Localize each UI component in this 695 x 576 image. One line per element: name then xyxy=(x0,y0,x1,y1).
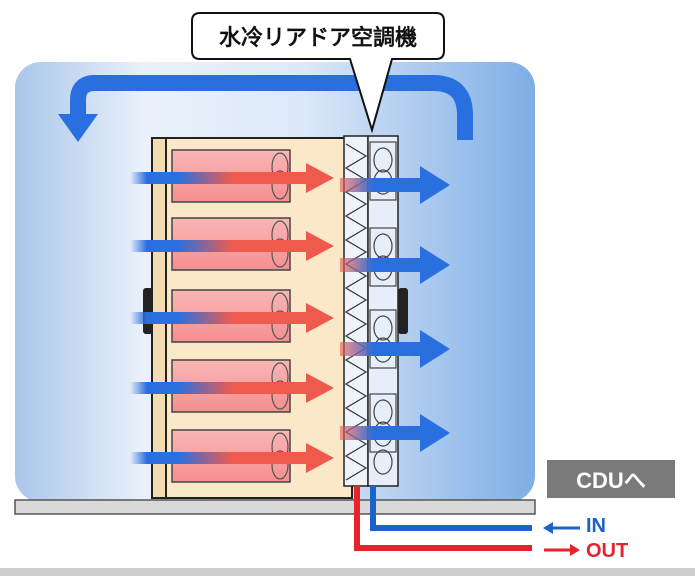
hot-airflow-arrow xyxy=(178,163,334,193)
cool-airflow-arrow xyxy=(340,246,450,284)
door-fan-icon xyxy=(373,315,393,341)
in-arrow-icon-head xyxy=(543,522,553,534)
server-fan-icon xyxy=(271,170,289,200)
hot-airflow-arrow xyxy=(178,231,334,261)
legend-out-label: OUT xyxy=(586,540,629,562)
callout-title: 水冷リアドア空調機 xyxy=(218,26,417,51)
cdu-box xyxy=(547,460,675,498)
door-fan-housing xyxy=(369,141,397,201)
hot-airflow-arrow xyxy=(178,443,334,473)
coolant-pipe-in xyxy=(370,486,532,531)
airflow-through-servers xyxy=(130,163,334,473)
rack-handle-left xyxy=(143,288,153,334)
cdu-label: CDUへ xyxy=(576,468,646,493)
hot-airflow-arrow xyxy=(178,373,334,403)
coil-zigzag xyxy=(344,143,368,481)
door-fan-housing xyxy=(369,309,397,369)
recirculation-arrow xyxy=(70,75,473,140)
cooled-airflow xyxy=(340,166,450,452)
rack-handle-right xyxy=(398,288,408,334)
intake-airflow xyxy=(130,312,178,324)
intake-airflow xyxy=(130,240,178,252)
intake-airflow xyxy=(130,172,178,184)
legend-in-label: IN xyxy=(586,515,606,537)
recirculation-arrow-head xyxy=(58,114,98,142)
door-fan-housing xyxy=(369,227,397,287)
server-fan-icon xyxy=(271,380,289,410)
server-fan-icon xyxy=(271,450,289,480)
cool-airflow-arrow xyxy=(340,166,450,204)
door-fan-icon xyxy=(373,399,393,425)
server-fan-icon xyxy=(271,238,289,268)
callout-bubble xyxy=(191,12,445,134)
coolant-pipe-out xyxy=(354,486,532,551)
server-fan-icon xyxy=(271,310,289,340)
door-fan-icon xyxy=(373,449,393,475)
cool-airflow-arrow xyxy=(340,414,450,452)
hot-airflow-arrow xyxy=(178,303,334,333)
bottom-rule xyxy=(0,568,695,576)
cool-airflow-arrow xyxy=(340,330,450,368)
door-fan-housing xyxy=(369,393,397,453)
door-fan-icon xyxy=(373,147,393,173)
floor xyxy=(14,499,536,515)
out-arrow-icon-head xyxy=(570,544,580,556)
intake-airflow xyxy=(130,452,178,464)
intake-airflow xyxy=(130,382,178,394)
